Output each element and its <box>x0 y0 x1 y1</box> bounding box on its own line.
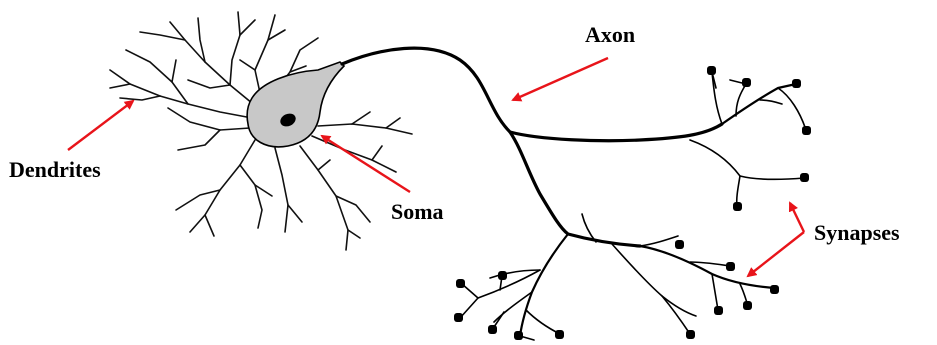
terminal-knob <box>498 271 507 280</box>
terminal-knob <box>456 279 465 288</box>
synapses-arrow-lower <box>748 232 804 276</box>
terminal-knob <box>686 330 695 339</box>
synapses-label: Synapses <box>814 220 900 245</box>
terminal-knob <box>743 301 752 310</box>
synapses-arrow-upper <box>790 203 804 232</box>
dendrites-label: Dendrites <box>9 157 101 182</box>
terminal-knob <box>707 66 716 75</box>
terminal-knob <box>733 202 742 211</box>
terminal-knob <box>675 240 684 249</box>
axon-arrow <box>513 58 608 100</box>
terminal-knob <box>770 285 779 294</box>
soma-label: Soma <box>391 199 444 224</box>
axon-tree <box>342 48 806 340</box>
terminal-knob <box>792 79 801 88</box>
terminal-knob <box>714 306 723 315</box>
terminal-knob <box>742 78 751 87</box>
terminal-knob <box>454 313 463 322</box>
terminal-knob <box>488 325 497 334</box>
soma-body <box>247 62 344 147</box>
terminal-knob <box>800 173 809 182</box>
soma-arrow <box>322 136 410 192</box>
axon-terminals <box>454 66 811 340</box>
terminal-knob <box>802 126 811 135</box>
terminal-knob <box>555 330 564 339</box>
terminal-knob <box>726 262 735 271</box>
axon-label: Axon <box>585 22 635 47</box>
terminal-knob <box>514 331 523 340</box>
dendrites-arrow <box>68 101 133 150</box>
